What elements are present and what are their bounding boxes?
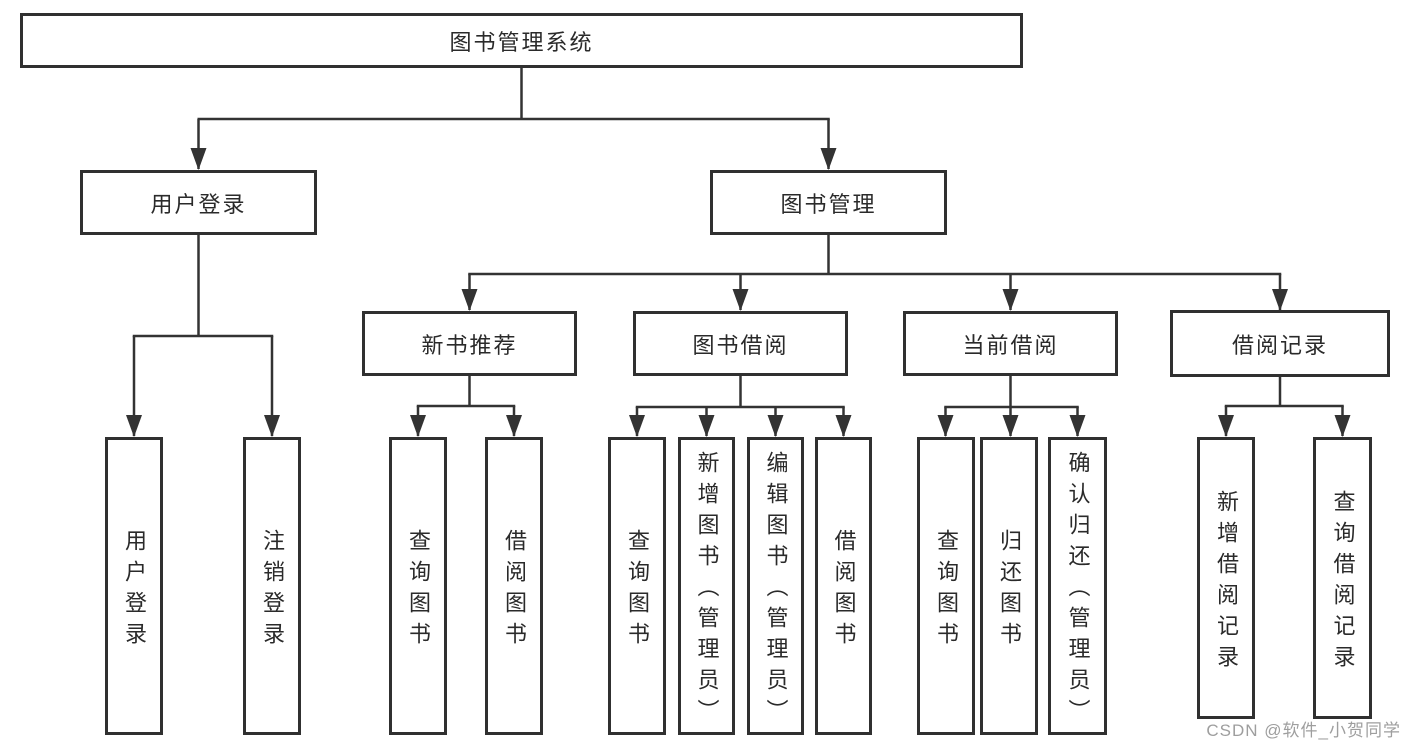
leaf-query-books-current: 查询图书 [917,437,975,735]
leaf-label: 查询图书 [406,528,431,653]
node-new-book-recommend: 新书推荐 [362,311,577,376]
leaf-label: 编辑图书（管理员） [763,451,789,730]
leaf-logout: 注销登录 [243,437,301,735]
leaf-label: 确认归还（管理员） [1065,451,1091,730]
node-label: 用户登录 [150,191,247,217]
leaf-query-books-borrow: 查询图书 [608,437,666,735]
node-root-system: 图书管理系统 [20,13,1023,68]
node-label: 新书推荐 [421,332,518,358]
leaf-borrow-books-recommend: 借阅图书 [485,437,543,735]
leaf-label: 查询图书 [625,528,650,653]
node-root-label: 图书管理系统 [449,29,594,55]
leaf-label: 用户登录 [122,528,147,653]
leaf-label: 归还图书 [997,528,1022,653]
leaf-label: 借阅图书 [502,528,527,653]
leaf-confirm-return-admin: 确认归还（管理员） [1048,437,1107,735]
node-label: 图书管理 [780,191,877,217]
leaf-edit-book-admin: 编辑图书（管理员） [747,437,804,735]
node-label: 当前借阅 [962,332,1059,358]
node-current-borrow: 当前借阅 [903,311,1118,376]
leaf-query-books-recommend: 查询图书 [389,437,447,735]
leaf-label: 新增图书（管理员） [694,451,720,730]
leaf-label: 查询图书 [934,528,959,653]
node-label: 借阅记录 [1231,332,1328,358]
leaf-add-borrow-record: 新增借阅记录 [1197,437,1255,719]
leaf-query-borrow-record: 查询借阅记录 [1313,437,1372,719]
leaf-borrow-books: 借阅图书 [815,437,872,735]
leaf-return-book: 归还图书 [980,437,1038,735]
leaf-add-book-admin: 新增图书（管理员） [678,437,735,735]
leaf-label: 新增借阅记录 [1214,489,1239,676]
node-user-login: 用户登录 [80,170,317,235]
leaf-label: 注销登录 [260,528,285,653]
node-borrow-records: 借阅记录 [1170,310,1390,377]
leaf-label: 借阅图书 [831,528,857,653]
node-book-borrow: 图书借阅 [633,311,848,376]
leaf-label: 查询借阅记录 [1330,489,1356,676]
node-label: 图书借阅 [692,332,789,358]
node-book-management: 图书管理 [710,170,947,235]
leaf-user-login: 用户登录 [105,437,163,735]
csdn-watermark: CSDN @软件_小贺同学 [1206,721,1401,740]
